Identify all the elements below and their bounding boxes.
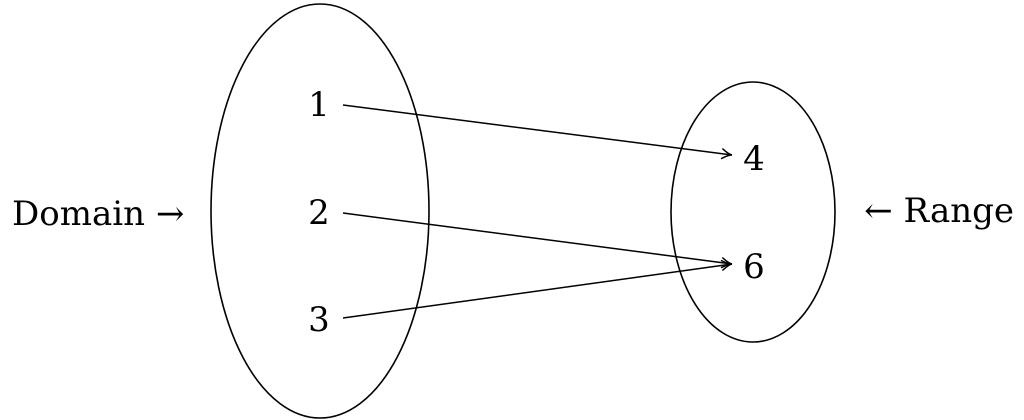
range-ellipse (670, 81, 836, 343)
range-element: 4 (743, 139, 765, 179)
range-element: 6 (743, 247, 765, 287)
mapping-arrow (342, 263, 733, 319)
domain-element: 3 (308, 300, 330, 340)
mapping-arrow (342, 212, 733, 265)
arrowhead (720, 148, 733, 160)
domain-element: 1 (308, 85, 330, 125)
arrowhead (720, 259, 733, 271)
domain-ellipse (210, 3, 430, 419)
mapping-arrow (342, 104, 733, 156)
range-label: ← Range (864, 191, 1014, 231)
mapping-arrows (342, 104, 733, 319)
domain-label: Domain → (12, 194, 184, 234)
domain-element: 2 (308, 193, 330, 233)
